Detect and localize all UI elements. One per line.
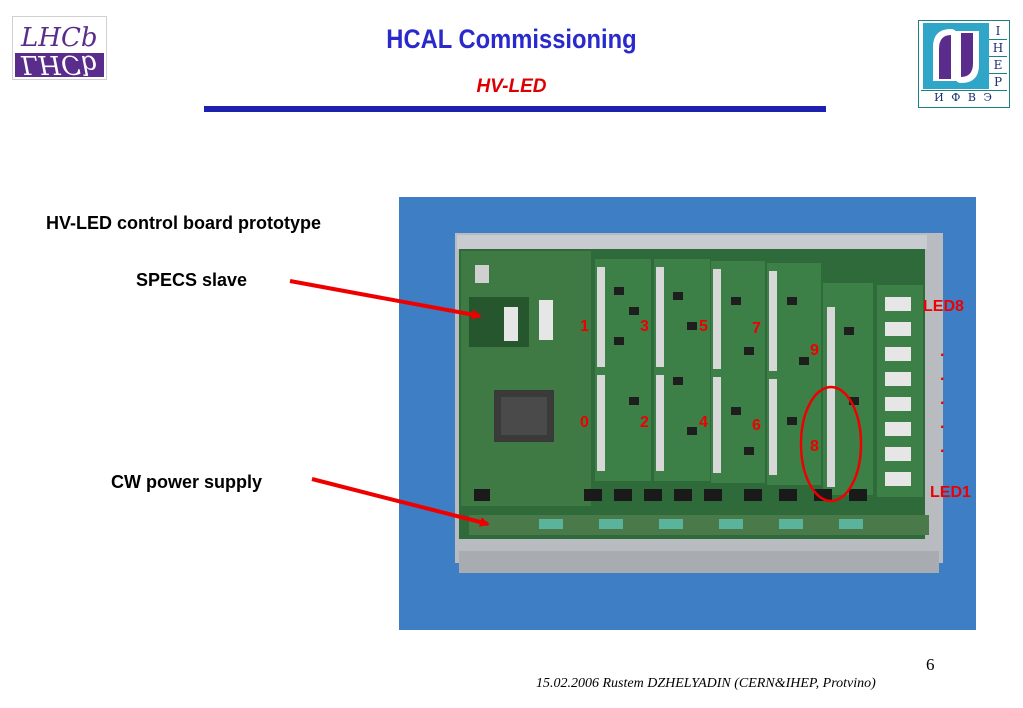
- ihep-letter: P: [989, 74, 1007, 91]
- led8-label: LED8: [923, 298, 964, 315]
- channel-number: 9: [810, 342, 819, 359]
- ihep-cyrillic-text: И Ф В Э: [921, 90, 1007, 105]
- label-board-prototype: HV-LED control board prototype: [46, 213, 322, 233]
- channel-number: 8: [810, 438, 819, 455]
- ihep-letter: E: [989, 57, 1007, 74]
- dot: .: [940, 343, 944, 360]
- ihep-letter: I: [989, 23, 1007, 40]
- dot: .: [940, 367, 944, 384]
- logo-band: [15, 53, 104, 77]
- logo-text-top: LHCb: [21, 23, 98, 53]
- fpga-die: [501, 397, 547, 435]
- channel-number: 4: [699, 414, 708, 431]
- frame-rail-bottom: [459, 551, 939, 573]
- dot: .: [940, 439, 944, 456]
- dot: .: [940, 391, 944, 408]
- channel-number: 5: [699, 318, 708, 335]
- slide-title: HCAL Commissioning: [386, 24, 637, 54]
- label-cw-power-supply: CW power supply: [111, 472, 263, 492]
- board-photo: 1 3 5 7 9 0 2 4 6 8 LED8 LED1 . . . . .: [399, 197, 976, 630]
- channel-labels: 1 3 5 7 9 0 2 4 6 8: [580, 318, 819, 455]
- led-dots: . . . . .: [940, 343, 944, 456]
- footer-credit: 15.02.2006 Rustem DZHELYADIN (CERN&IHEP,…: [536, 676, 876, 691]
- connector-strips: [597, 267, 835, 487]
- connector: [475, 265, 489, 283]
- ihep-letters: I H E P: [989, 23, 1007, 91]
- label-specs-slave: SPECS slave: [136, 270, 248, 290]
- specs-slave-module: [469, 297, 529, 347]
- frame-rail-top: [457, 235, 927, 249]
- page-number: 6: [926, 655, 935, 674]
- channel-number: 1: [580, 318, 589, 335]
- title-divider: [204, 106, 826, 112]
- chip: [504, 307, 518, 341]
- power-modules: [539, 519, 863, 529]
- led-connectors: [885, 297, 911, 486]
- highlight-ellipse: [799, 385, 863, 503]
- channel-number: 0: [580, 414, 589, 431]
- ihep-emblem-icon: [923, 23, 989, 89]
- control-section: [461, 251, 591, 506]
- logo-text-mirror: LHCb: [21, 49, 98, 79]
- channel-number: 2: [640, 414, 649, 431]
- lhcb-logo: LHCb LHCb: [12, 16, 107, 80]
- chip: [539, 300, 553, 340]
- channel-number: 7: [752, 320, 761, 337]
- slide-subtitle: HV-LED: [476, 76, 547, 97]
- ihep-letter: H: [989, 40, 1007, 57]
- power-supply-strip: [469, 515, 929, 535]
- channel-number: 3: [640, 318, 649, 335]
- channel-number: 6: [752, 417, 761, 434]
- dot: .: [940, 415, 944, 432]
- ihep-logo: I H E P И Ф В Э: [918, 20, 1010, 108]
- led1-label: LED1: [930, 484, 971, 501]
- components: [614, 287, 859, 455]
